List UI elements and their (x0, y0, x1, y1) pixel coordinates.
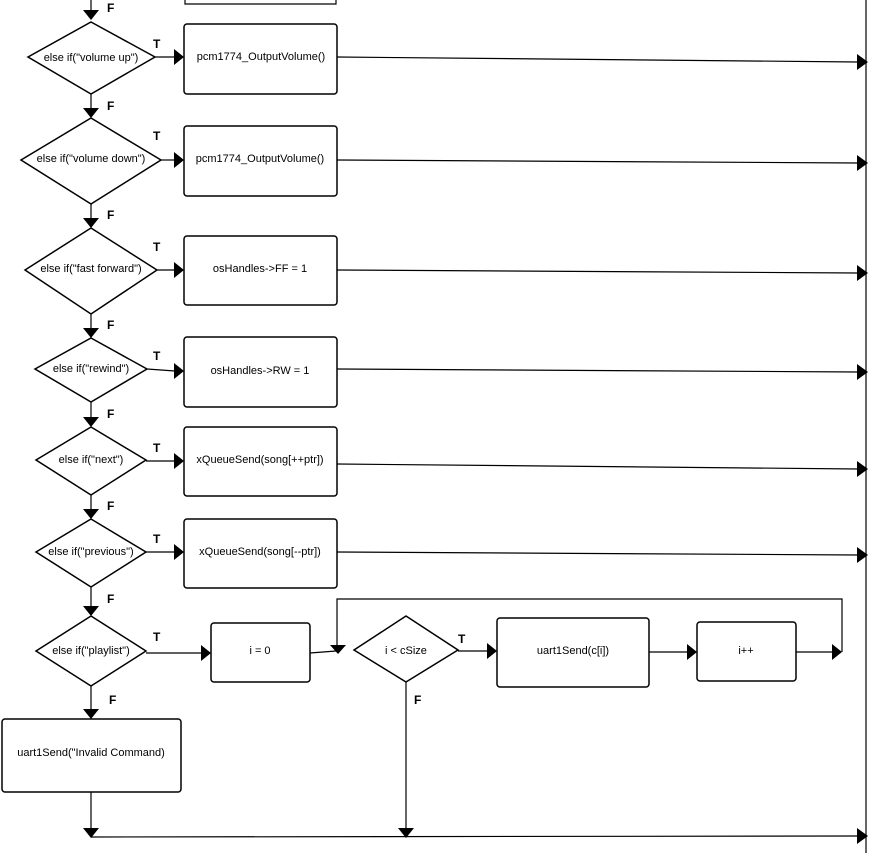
true-label: T (153, 37, 161, 51)
exit-fast-forward (336, 269, 859, 274)
arrowhead (201, 645, 211, 661)
false-label: F (107, 208, 114, 222)
true-label: T (153, 532, 161, 546)
arrowhead (687, 644, 697, 660)
bottom-collector-line (90, 835, 859, 838)
arrowhead (83, 828, 99, 838)
arrowhead (83, 10, 99, 20)
decision-volume-up-text: else if("volume up") (44, 52, 139, 64)
false-label: F (414, 693, 421, 707)
true-label: T (153, 349, 161, 363)
decision-playlist-text: else if("playlist") (52, 645, 130, 657)
arrowhead (174, 453, 184, 469)
arrowhead (174, 49, 184, 65)
arrowhead (174, 363, 184, 379)
partial-top-box (184, 0, 337, 5)
exit-previous (336, 551, 859, 556)
decision-previous-text: else if("previous") (48, 546, 133, 558)
loop-init-text: i = 0 (249, 645, 270, 657)
action-volume-down (183, 125, 338, 197)
decision-fast-forward-text: else if("fast forward") (40, 263, 141, 275)
arrowhead (83, 218, 99, 228)
decision-next-text: else if("next") (59, 454, 124, 466)
arrowhead (857, 265, 868, 281)
arrowhead (83, 606, 99, 616)
arrowhead (83, 509, 99, 519)
arrowhead (174, 262, 184, 278)
arrowhead (857, 155, 868, 171)
true-label: T (153, 441, 161, 455)
false-label: F (107, 499, 114, 513)
exit-volume-down (336, 159, 859, 164)
arrowhead (330, 645, 346, 654)
decision-volume-down-text: else if("volume down") (37, 153, 146, 165)
action-volume-up-text: pcm1774_OutputVolume() (197, 51, 325, 63)
arrowhead (857, 547, 868, 563)
loop-increment-text: i++ (738, 645, 753, 657)
action-previous (183, 518, 338, 589)
arrowhead (398, 828, 414, 838)
loop-back-edge (336, 598, 843, 652)
loop-body-text: uart1Send(c[i]) (537, 645, 609, 657)
action-fast-forward-text: osHandles->FF = 1 (213, 263, 307, 275)
action-next-text: xQueueSend(song[++ptr]) (196, 454, 323, 466)
exit-rewind (336, 368, 859, 373)
arrowhead (857, 364, 868, 380)
edge-init-to-condition (309, 650, 337, 654)
true-label: T (153, 630, 161, 644)
loop-condition-text: i < cSize (385, 645, 427, 657)
action-volume-up (183, 23, 338, 95)
arrowhead (857, 461, 868, 477)
action-volume-down-text: pcm1774_OutputVolume() (196, 153, 324, 165)
true-edge-rewind (146, 368, 176, 372)
arrowhead (83, 709, 99, 719)
decision-rewind-text: else if("rewind") (53, 363, 129, 375)
arrowhead (174, 152, 184, 168)
else-action-text: uart1Send("Invalid Command) (17, 747, 165, 759)
action-next (183, 426, 338, 497)
arrowhead (857, 54, 868, 70)
arrowhead (832, 644, 842, 660)
arrowhead (174, 544, 184, 560)
false-label: F (107, 1, 114, 15)
action-rewind-text: osHandles->RW = 1 (211, 365, 310, 377)
arrowhead (487, 643, 497, 659)
exit-next (336, 463, 859, 470)
action-rewind (183, 336, 338, 408)
arrowhead (857, 828, 868, 844)
false-label: F (107, 99, 114, 113)
arrowhead (83, 328, 99, 338)
false-label: F (107, 407, 114, 421)
false-label: F (109, 693, 116, 707)
false-label: F (107, 318, 114, 332)
exit-volume-up (336, 56, 859, 63)
true-label: T (458, 632, 466, 646)
arrowhead (83, 417, 99, 427)
false-label: F (107, 592, 114, 606)
action-previous-text: xQueueSend(song[--ptr]) (199, 546, 321, 558)
true-label: T (153, 240, 161, 254)
arrowhead (83, 108, 99, 118)
true-label: T (153, 129, 161, 143)
